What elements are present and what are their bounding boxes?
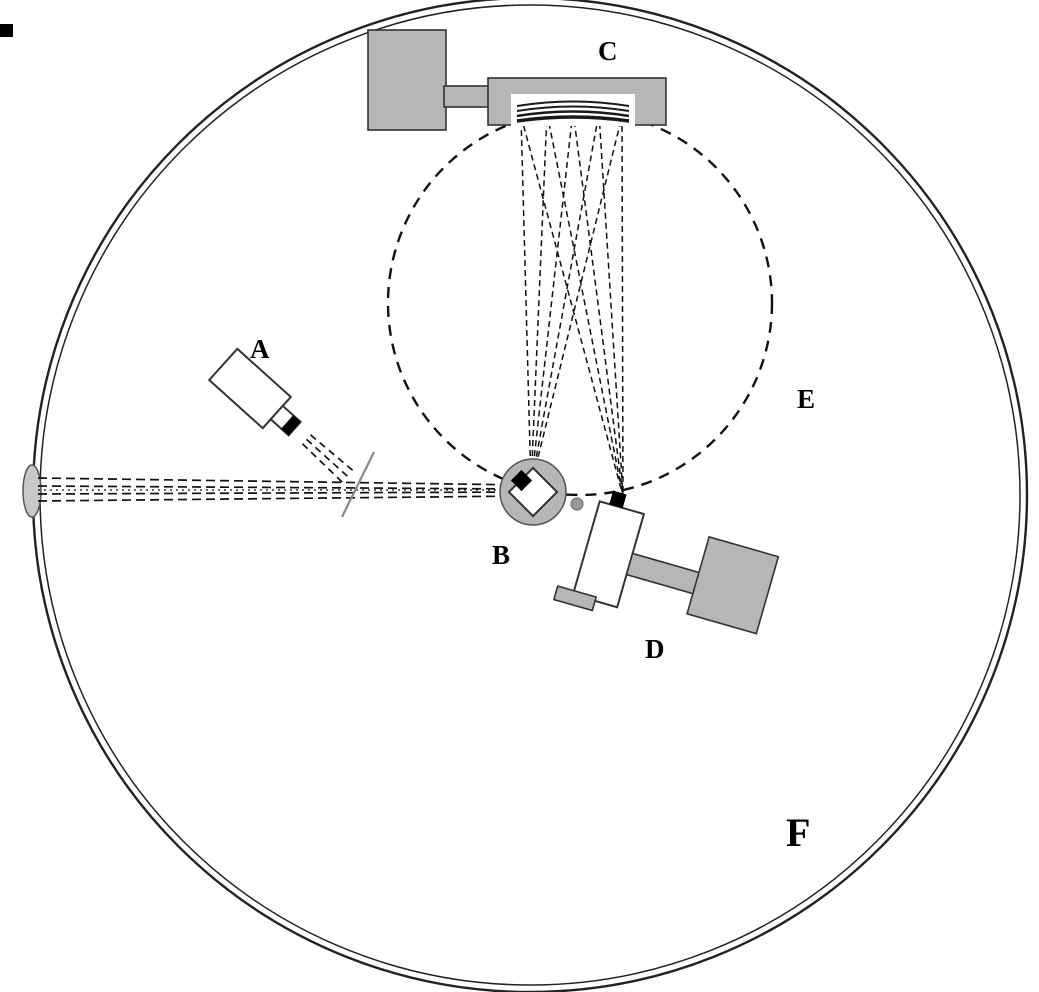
source-ray <box>309 434 356 473</box>
beam-stop-dot <box>570 497 584 511</box>
analyzer-connector-arm <box>443 85 491 108</box>
rowland-circle <box>386 109 774 497</box>
label-sample-B: B <box>492 540 510 570</box>
incident-beam <box>37 477 525 502</box>
diffracted-rays <box>520 110 624 497</box>
detector-assembly <box>552 490 780 635</box>
bent-crystal-curve <box>516 105 630 112</box>
detector-foot <box>552 585 598 612</box>
label-chamber-F: F <box>786 810 810 855</box>
bent-crystal-curve <box>516 115 630 123</box>
edge-mark <box>0 24 13 37</box>
detector-drive-block <box>686 535 780 635</box>
label-source-A: A <box>250 334 270 364</box>
ray-sample-to-crystal <box>530 110 574 487</box>
beam-entrance-window <box>22 464 42 518</box>
label-detector-D: D <box>645 634 665 664</box>
label-rowland-circle-E: E <box>797 384 815 414</box>
incident-beam-line <box>37 491 525 495</box>
ray-crystal-to-detector <box>546 112 624 497</box>
ray-crystal-to-detector <box>572 110 624 497</box>
beam-filter-line <box>341 451 375 518</box>
bent-crystal-curve <box>516 110 630 118</box>
ray-sample-to-crystal <box>530 112 600 487</box>
sample-spot <box>510 469 533 492</box>
sample-holder-assembly <box>499 458 584 526</box>
ray-sample-to-crystal <box>530 112 548 487</box>
incident-beam-line <box>37 495 525 502</box>
label-crystal-C: C <box>598 36 618 66</box>
detector-entrance-slit <box>609 490 627 508</box>
ray-crystal-to-detector <box>598 112 624 497</box>
analyzer-crystal-assembly <box>367 29 667 131</box>
source-ray <box>301 443 345 485</box>
incident-beam-line <box>37 485 525 490</box>
source-assembly <box>207 347 356 485</box>
incident-beam-line <box>37 477 525 486</box>
analyzer-drive-block <box>367 29 447 131</box>
bent-crystal-curve <box>516 100 630 107</box>
ray-sample-to-crystal <box>530 115 623 487</box>
ray-crystal-to-detector <box>520 115 624 497</box>
source-ray <box>305 438 351 479</box>
ray-crystal-to-detector <box>621 115 624 497</box>
ray-sample-to-crystal <box>520 115 532 487</box>
source-aperture <box>281 415 301 436</box>
